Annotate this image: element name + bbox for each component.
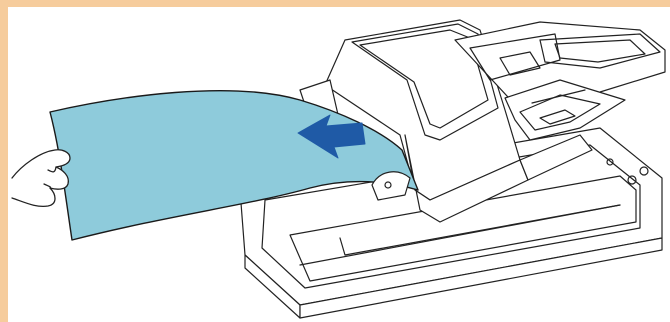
hand-icon (12, 150, 70, 207)
